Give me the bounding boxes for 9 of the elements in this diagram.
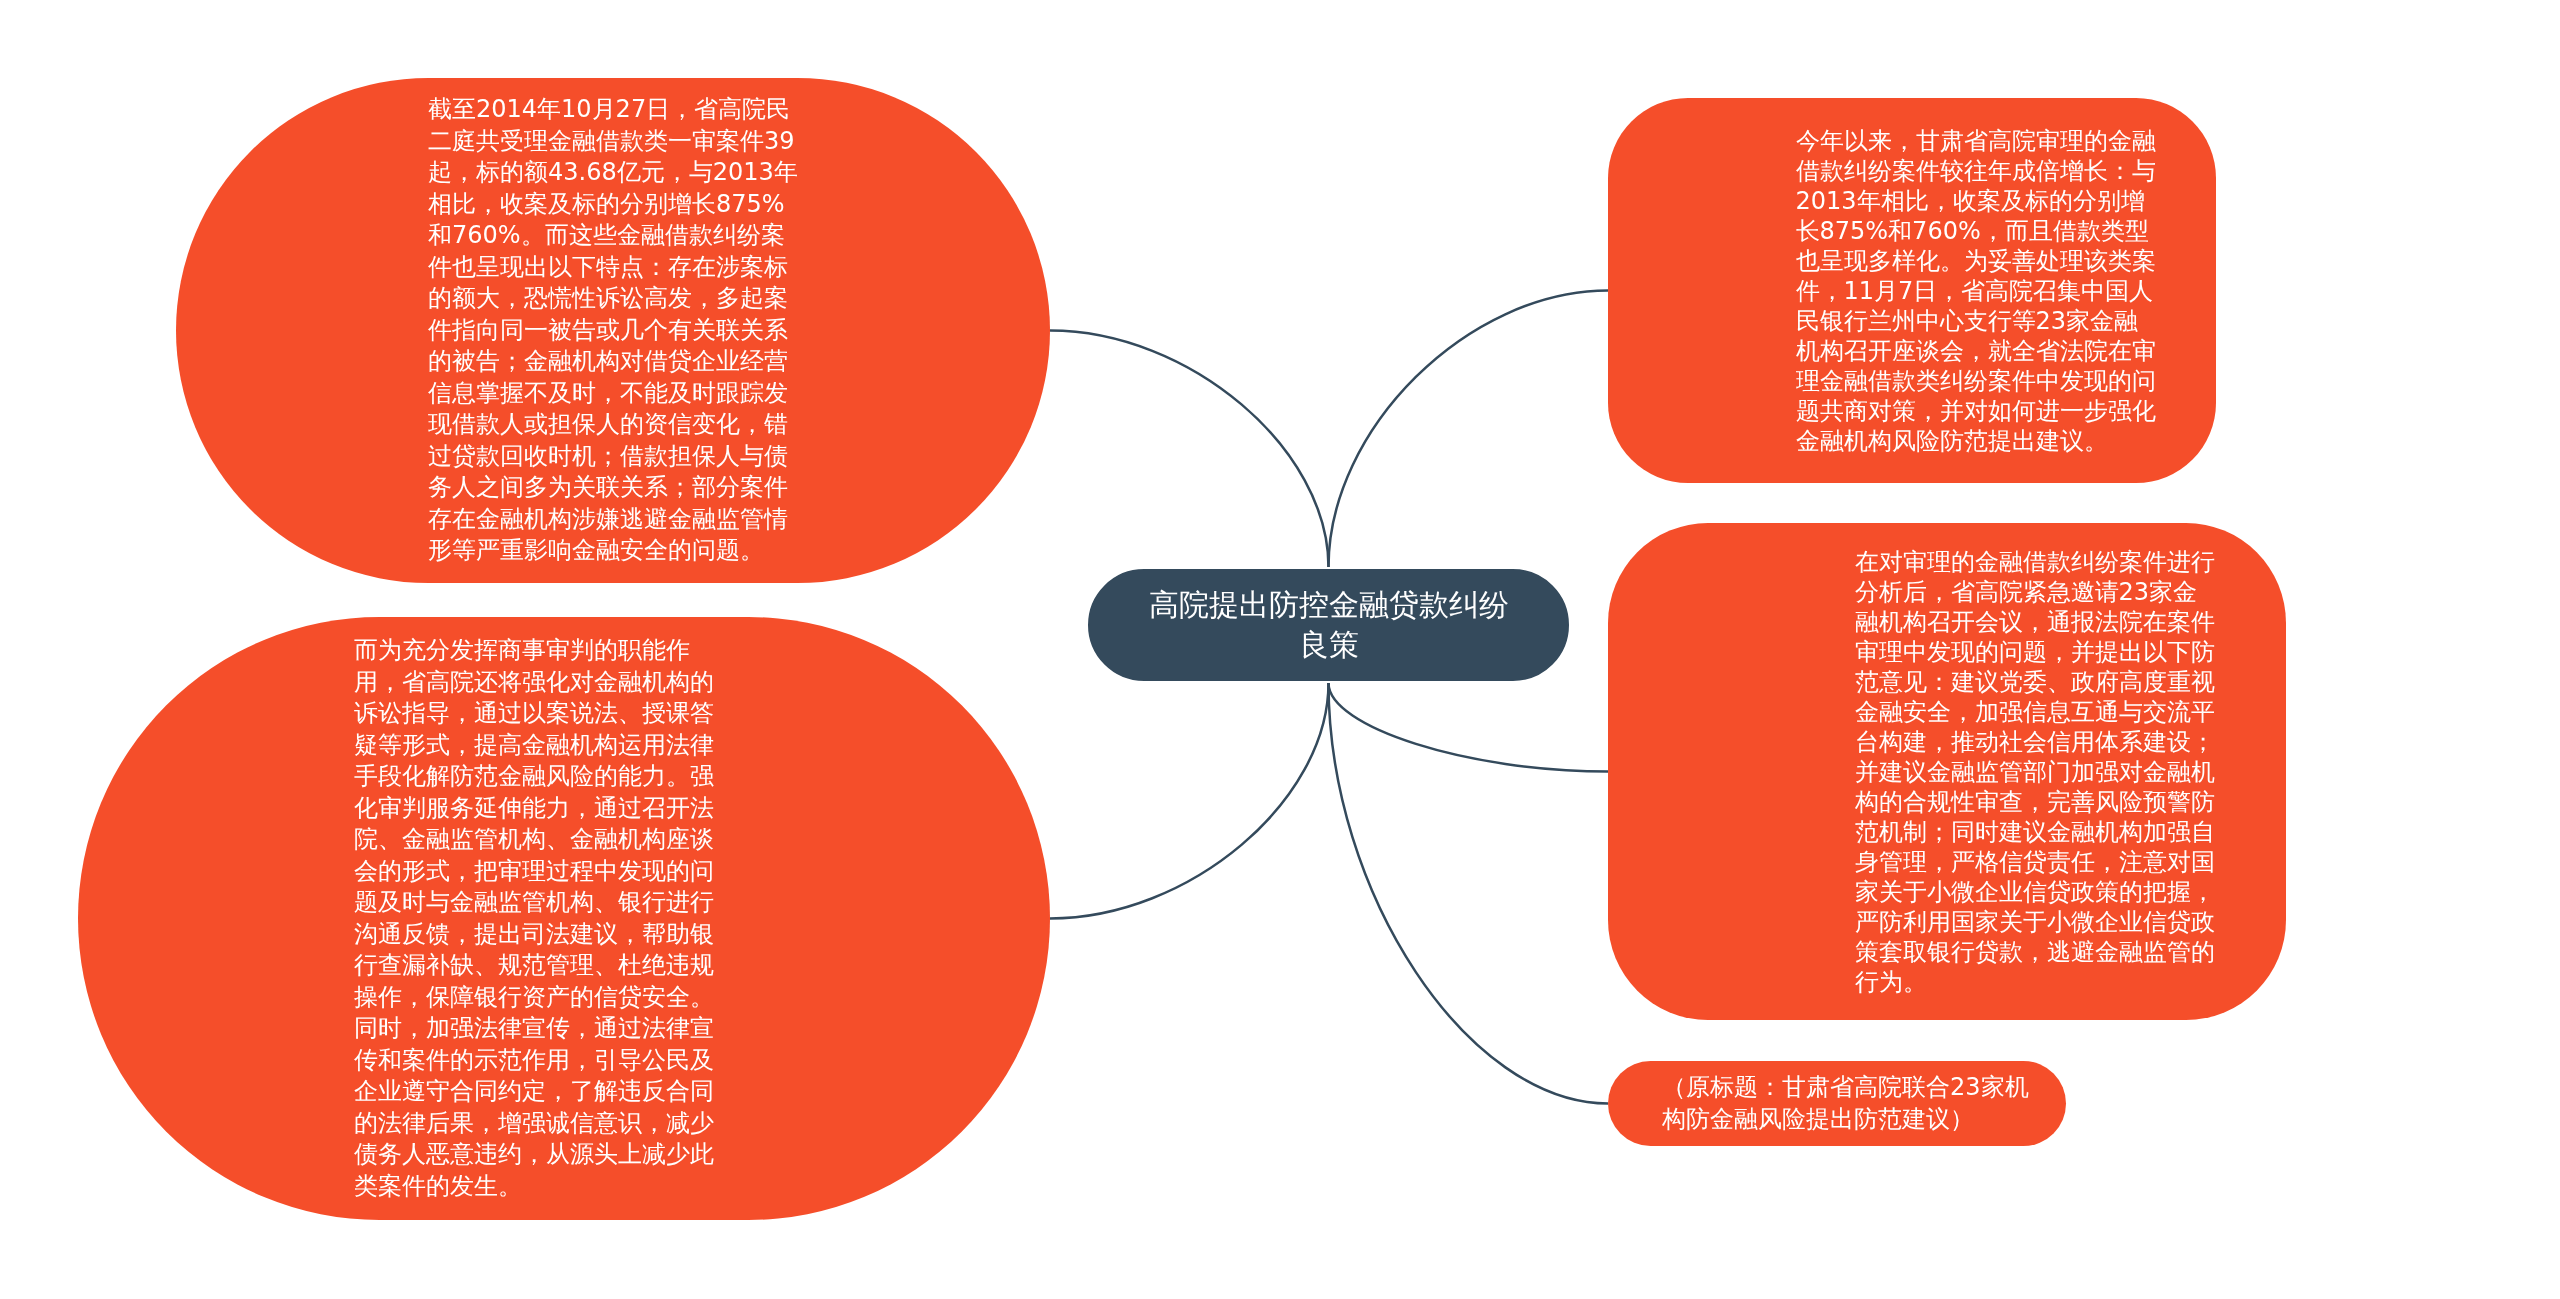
topic-text: 而为充分发挥商事审判的职能作用，省高院还将强化对金融机构的诉讼指导，通过以案说法、授课答疑等形式，提高金融机构运用法律手段化解防范金融风险的能力。强化审判服务延伸能力，通过召开法院、金融监管机构、金融机构座谈会的形式，把审理过程中发现的问题及时与金融监管机构、银行进行沟通反馈，提出司法建议，帮助银行查漏补缺、规范管理、杜绝违规操作，保障银行资产的信贷安全。同时，加强法律宣传，通过法律宣传和案件的示范作用，引导公民及企业遵守合同约定，了解违反合同的法律后果，增强诚信意识，减少债务人恶意违约，从源头上减少此类案件的发生。 (354, 635, 715, 1202)
topic-bubble (1608, 523, 2286, 1020)
topic-title: 高院提出防控金融贷款纠纷良策 (1147, 586, 1510, 664)
connector-line (1327, 289, 1609, 568)
topic-bubble (1608, 98, 2216, 483)
topic-text: 在对审理的金融借款纠纷案件进行分析后，省高院紧急邀请23家金融机构召开会议，通报法院在案件审理中发现的问题，并提出以下防范意见：建议党委、政府高度重视金融安全，加强信息互通与交流平台构建，推动社会信用体系建设；并建议金融监管部门加强对金融机构的合规性审查，完善风险预警防范机制；同时建议金融机构加强自身管理，严格信贷责任，注意对国家关于小微企业信贷政策的把握，严防利用国家关于小微企业信贷政策套取银行贷款，逃避金融监管的行为。 (1854, 546, 2216, 997)
topic-text: 今年以来，甘肃省高院审理的金融借款纠纷案件较往年成倍增长：与2013年相比，收案及标的分别增长875%和760%，而且借款类型也呈现多样化。为妥善处理该类案件，11月7日，省高院召集中国人民银行兰州中心支行等23家金融机构召开座谈会，就全省法院在审理金融借款类纠纷案件中发现的问题共商对策，并对如何进一步强化金融机构风险防范提出建议。 (1795, 125, 2157, 456)
topic-text: （原标题：甘肃省高院联合23家机构防金融风险提出防范建议） (1662, 1072, 2030, 1135)
topic-text: 截至2014年10月27日，省高院民二庭共受理金融借款类一审案件39起，标的额43.68亿元，与2013年相比，收案及标的分别增长875%和760%。而这些金融借款纠纷案件也呈现出以下特点：存在涉案标的额大，恐慌性诉讼高发，多起案件指向同一被告或几个有关联关系的被告；金融机构对借贷企业经营信息掌握不及时，不能及时跟踪发现借款人或担保人的资信变化，错过贷款回收时机；借款担保人与债务人之间多为关联关系；部分案件存在金融机构涉嫌逃避金融监管情形等严重影响金融安全的问题。 (428, 94, 798, 567)
